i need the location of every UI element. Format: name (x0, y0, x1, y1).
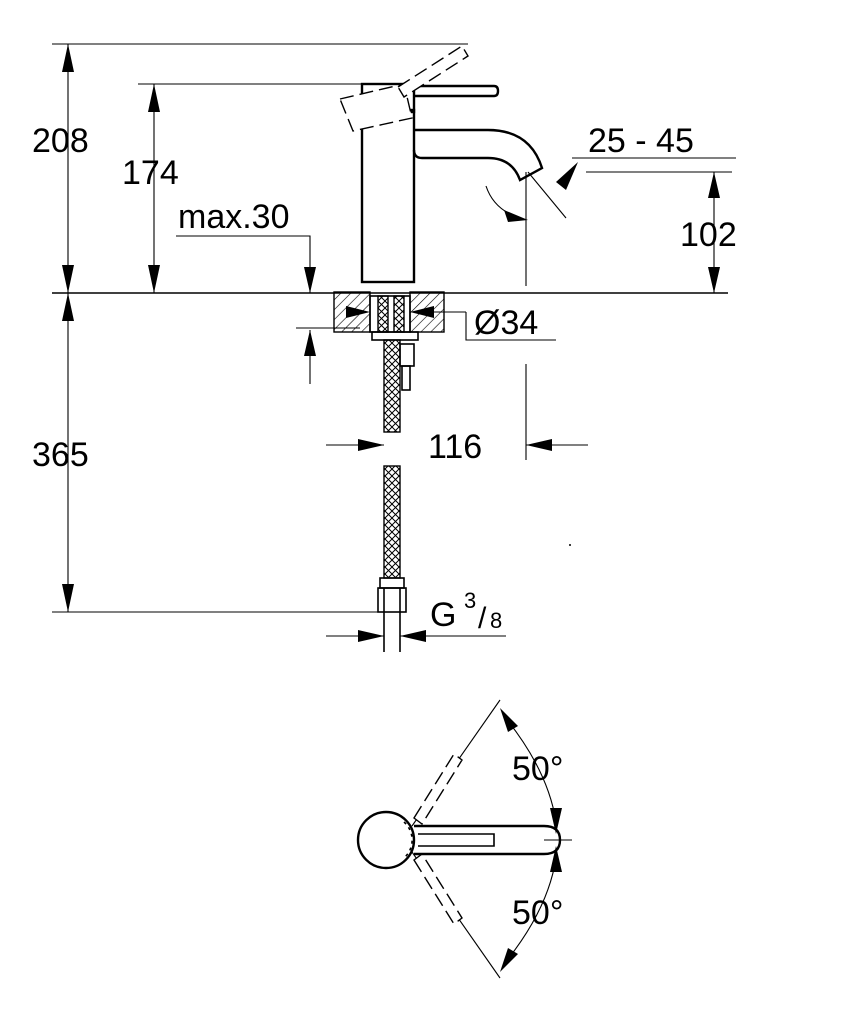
dimension-max-30: max.30 (176, 198, 360, 384)
body-top (356, 810, 416, 870)
handle-rotated-left (413, 752, 463, 826)
label-116: 116 (428, 428, 482, 466)
label-208: 208 (32, 122, 89, 160)
faucet-body (360, 108, 416, 284)
label-angle-left: 50° (512, 750, 563, 788)
spout (412, 128, 544, 182)
label-thread-num: 3 (464, 588, 476, 613)
dimension-thread: G 3 / 8 (326, 588, 506, 642)
label-diameter-34: Ø34 (474, 304, 538, 342)
label-365: 365 (32, 436, 89, 474)
spout-top (414, 824, 562, 856)
dimension-diameter-34: Ø34 (346, 304, 556, 342)
label-thread-slash: / (478, 602, 487, 635)
supply-hoses (377, 339, 415, 652)
dimension-174: 174 (122, 83, 368, 293)
label-174: 174 (122, 154, 179, 192)
label-max-30: max.30 (178, 198, 290, 236)
dimension-208: 208 (32, 43, 468, 293)
label-thread-den: 8 (490, 608, 502, 633)
label-angle-right: 50° (512, 894, 563, 932)
dimension-102: 102 (525, 171, 737, 293)
dimension-116: 116 (326, 364, 588, 466)
top-view: 50° 50° (356, 699, 572, 979)
side-view: 208 174 max.30 (32, 43, 737, 652)
lever-handle (414, 84, 500, 98)
dimension-365: 365 (32, 293, 378, 613)
label-102: 102 (680, 216, 737, 254)
label-thread-g: G (430, 596, 456, 634)
handle-rotated-right (413, 852, 463, 926)
label-flow-angle: 25 - 45 (588, 122, 694, 160)
dimension-flow-angle: 25 - 45 (485, 122, 736, 222)
lever-open-position (339, 45, 469, 132)
